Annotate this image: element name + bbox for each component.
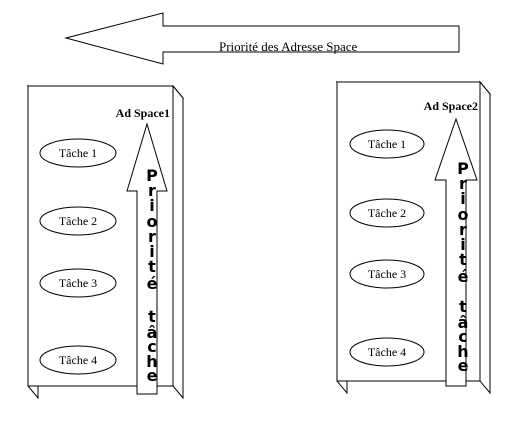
box-right-face bbox=[479, 80, 491, 395]
arrow-letter: r bbox=[148, 227, 156, 246]
task-priority-arrow: P r i o r i t é t â c h e bbox=[434, 117, 478, 387]
arrow-letter: é bbox=[147, 274, 158, 293]
task-label: Tâche 1 bbox=[59, 146, 97, 160]
priority-arrow-shape bbox=[126, 122, 168, 395]
task-label: Tâche 4 bbox=[59, 353, 97, 367]
arrow-letter: P bbox=[146, 166, 158, 185]
task-ellipse bbox=[39, 345, 117, 375]
address-space-2: Ad Space2 Tâche 1 Tâche 2 Tâche 3 Tâche … bbox=[335, 80, 492, 395]
task-ellipse bbox=[349, 259, 425, 289]
task-label: Tâche 3 bbox=[59, 276, 97, 290]
task-label: Tâche 2 bbox=[59, 214, 97, 228]
priority-arrow-shape bbox=[434, 117, 478, 387]
task-priority-arrow: P r i o r i t é t â c h e bbox=[126, 122, 168, 395]
arrow-letter: t bbox=[148, 257, 156, 276]
address-space-1: Ad Space1 Tâche 1 Tâche 2 Tâche 3 Tâche … bbox=[26, 84, 185, 400]
top-arrow-label: Priorité des Adresse Space bbox=[219, 39, 358, 54]
arrow-letter: â bbox=[147, 323, 158, 342]
box-right-face bbox=[172, 84, 184, 400]
arrow-letter: c bbox=[147, 337, 156, 356]
arrow-letter: r bbox=[459, 220, 467, 239]
address-space-priority-arrow: Priorité des Adresse Space bbox=[64, 12, 460, 65]
task-ellipse bbox=[39, 206, 117, 236]
arrow-letter: t bbox=[148, 307, 156, 326]
arrow-letter: h bbox=[146, 352, 157, 371]
arrow-letter: â bbox=[458, 313, 469, 332]
top-arrow-shape bbox=[64, 12, 460, 65]
arrow-letter: c bbox=[458, 327, 467, 346]
arrow-letter: e bbox=[147, 366, 158, 385]
task-ellipse bbox=[349, 129, 425, 159]
task-label: Tâche 4 bbox=[368, 345, 406, 359]
arrow-letter: é bbox=[458, 267, 469, 286]
address-space-title: Ad Space1 bbox=[116, 106, 170, 120]
arrow-letter: i bbox=[460, 235, 465, 254]
arrow-letter: r bbox=[459, 174, 467, 193]
arrow-letter: P bbox=[457, 159, 469, 178]
arrow-letter: o bbox=[147, 212, 158, 231]
task-label: Tâche 1 bbox=[368, 137, 406, 151]
task-ellipse bbox=[349, 337, 425, 367]
arrow-letter: t bbox=[459, 297, 467, 316]
arrow-letter: o bbox=[458, 205, 469, 224]
task-label: Tâche 3 bbox=[368, 267, 406, 281]
arrow-letter: i bbox=[149, 242, 154, 261]
arrow-letter: t bbox=[459, 250, 467, 269]
arrow-letter: e bbox=[458, 356, 469, 375]
task-list: Tâche 1 Tâche 2 Tâche 3 Tâche 4 bbox=[349, 129, 425, 367]
arrow-letter: i bbox=[460, 189, 465, 208]
arrow-letter: r bbox=[148, 181, 156, 200]
task-ellipse bbox=[39, 138, 117, 168]
arrow-letter: h bbox=[457, 342, 468, 361]
address-space-title: Ad Space2 bbox=[424, 99, 478, 113]
task-list: Tâche 1 Tâche 2 Tâche 3 Tâche 4 bbox=[39, 138, 117, 375]
arrow-letter: i bbox=[149, 196, 154, 215]
task-ellipse bbox=[39, 268, 117, 298]
task-ellipse bbox=[349, 198, 425, 228]
task-label: Tâche 2 bbox=[368, 206, 406, 220]
